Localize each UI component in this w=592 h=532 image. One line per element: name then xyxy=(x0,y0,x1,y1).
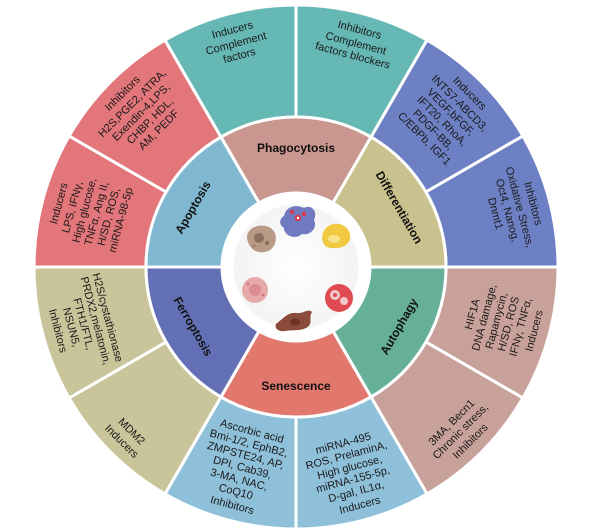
wedge-autophagy xyxy=(330,265,448,399)
wedge-phagocytosis xyxy=(218,115,374,205)
wedge-senescence xyxy=(218,329,374,419)
cell-icons xyxy=(242,206,353,332)
differentiated-cell-icon xyxy=(322,223,351,249)
process-label-senescence: Senescence xyxy=(261,379,331,393)
wedge-apoptosis xyxy=(144,135,262,269)
wedge-ferroptosis xyxy=(144,265,262,399)
ferroptotic-cell-icon xyxy=(242,277,268,303)
macrophage-icon xyxy=(280,206,316,237)
process-label-phagocytosis: Phagocytosis xyxy=(257,141,335,155)
wedge-differentiation xyxy=(330,135,448,269)
autophagic-cell-icon xyxy=(325,284,353,312)
senescent-cell-icon xyxy=(275,310,312,332)
apoptotic-cell-icon xyxy=(247,225,276,253)
